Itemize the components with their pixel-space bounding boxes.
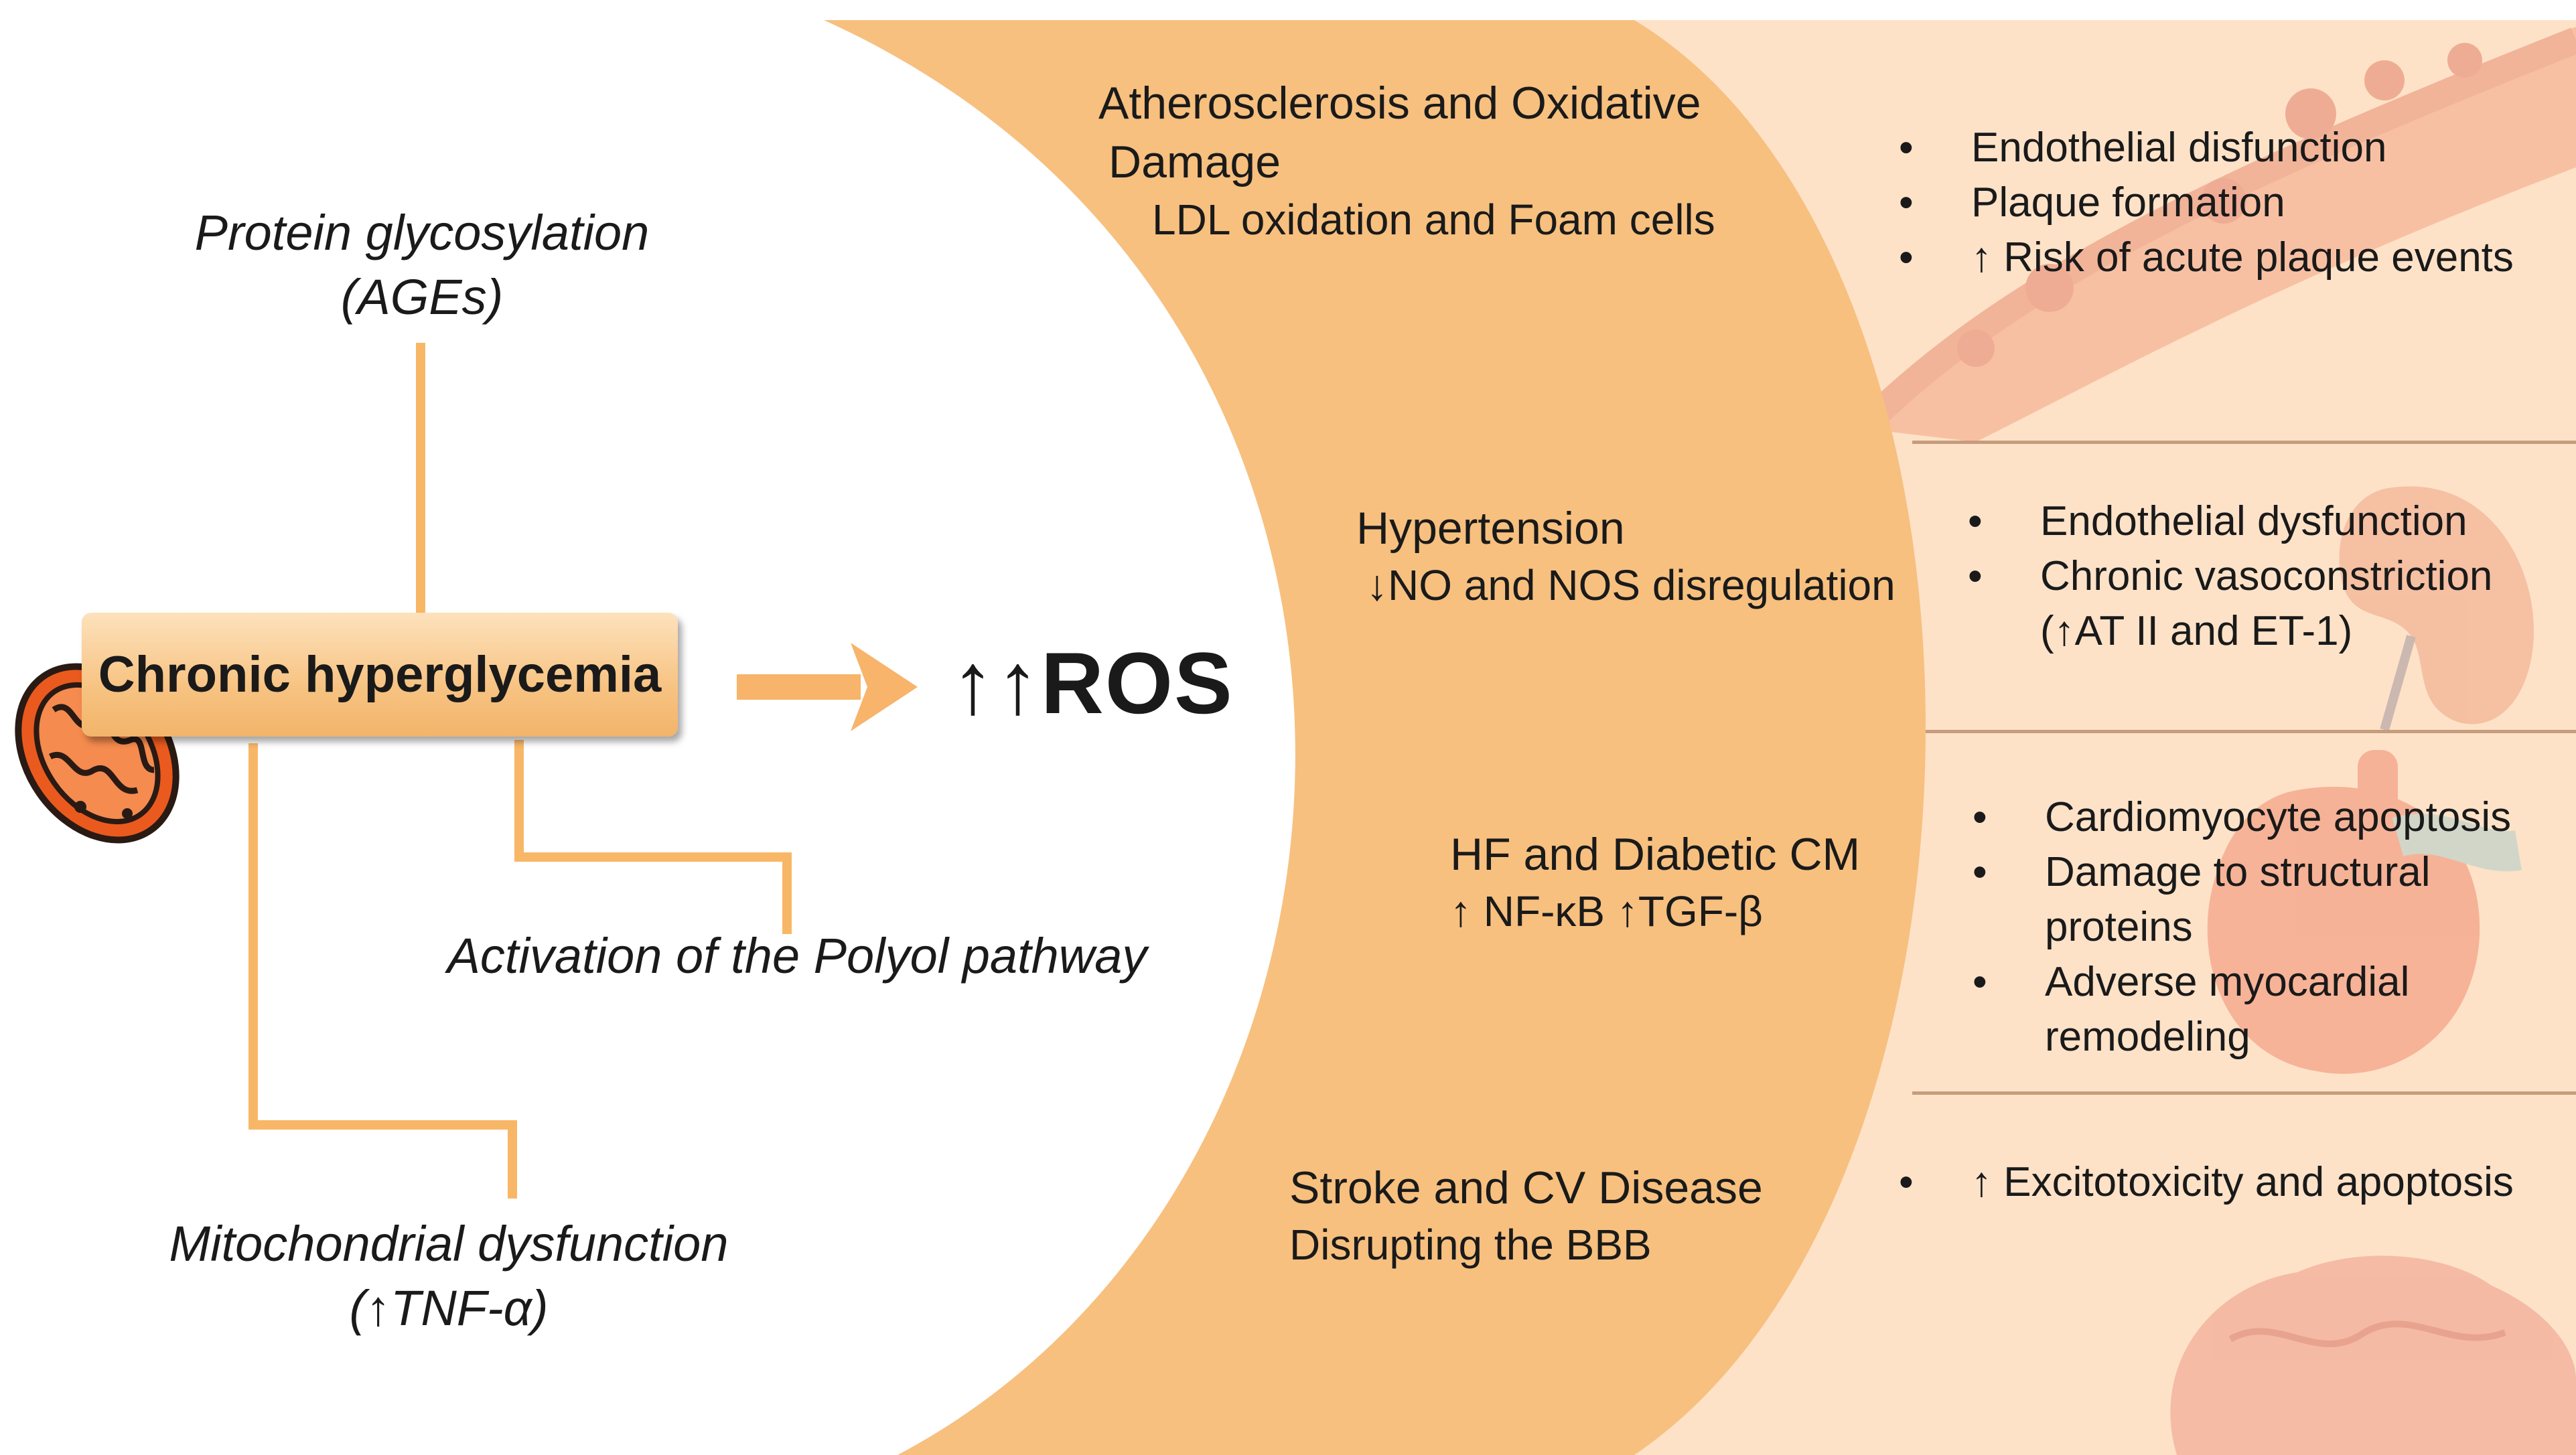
list-item: Plaque formation <box>1899 175 2569 230</box>
connector-polyol <box>514 740 792 934</box>
list-item: Cardiomyocyte apoptosis <box>1973 790 2562 845</box>
cause-label: (AGEs) <box>340 269 504 325</box>
section-title: Atherosclerosis and Oxidative <box>1098 78 1701 129</box>
list-item-continuation: remodeling <box>2045 1014 2250 1060</box>
crescent-band <box>824 20 1926 1455</box>
section-atherosclerosis: Atherosclerosis and Oxidative Damage LDL… <box>1098 74 1835 248</box>
section-heart-failure: HF and Diabetic CM ↑ NF-κB ↑TGF-β <box>1450 825 1986 940</box>
cause-polyol: Activation of the Polyol pathway <box>429 924 1165 988</box>
panel-divider <box>1912 1091 2576 1095</box>
list-item: Endothelial disfunction <box>1899 121 2569 175</box>
list-item: Damage to structural <box>1973 845 2562 900</box>
connectors <box>248 343 792 1199</box>
cause-label: Mitochondrial dysfunction <box>169 1216 729 1272</box>
panel-divider <box>1912 441 2576 444</box>
section-stroke: Stroke and CV Disease Disrupting the BBB <box>1289 1158 1892 1274</box>
cause-label: Protein glycosylation <box>194 205 650 260</box>
list-item: Chronic vasoconstriction <box>1968 549 2571 604</box>
panel-heart-bullets: Cardiomyocyte apoptosis Damage to struct… <box>1973 790 2562 1065</box>
arrow-icon <box>737 643 918 731</box>
section-title: HF and Diabetic CM <box>1450 829 1861 880</box>
section-subtitle: ↓NO and NOS disregulation <box>1366 561 1895 610</box>
panel-brain-bullets: ↑ Excitotoxicity and apoptosis <box>1899 1155 2569 1210</box>
center-label: Chronic hyperglycemia <box>98 646 662 703</box>
cause-mitochondrial: Mitochondrial dysfunction (↑TNF-α) <box>147 1212 750 1341</box>
brain-icon <box>2170 1255 2576 1455</box>
section-subtitle: LDL oxidation and Foam cells <box>1152 195 1715 244</box>
connector-mitochondrial <box>248 743 517 1199</box>
section-subtitle: ↑ NF-κB ↑TGF-β <box>1450 887 1763 936</box>
cause-label: (↑TNF-α) <box>349 1280 549 1336</box>
section-title: Stroke and CV Disease <box>1289 1162 1763 1213</box>
section-title: Damage <box>1108 137 1281 188</box>
list-item: Adverse myocardial <box>1973 955 2562 1010</box>
section-hypertension: Hypertension ↓NO and NOS disregulation <box>1356 499 1959 614</box>
list-item-continuation: (↑AT II and ET-1) <box>2040 608 2353 654</box>
ros-label: ↑↑ROS <box>951 634 1234 732</box>
list-item-continuation: proteins <box>2045 904 2193 950</box>
section-title: Hypertension <box>1356 503 1625 554</box>
panel-vascular-bullets: Endothelial disfunction Plaque formation… <box>1899 121 2569 285</box>
list-item: Endothelial dysfunction <box>1968 494 2571 549</box>
cause-label: Activation of the Polyol pathway <box>447 928 1147 984</box>
section-subtitle: Disrupting the BBB <box>1289 1221 1652 1270</box>
list-item: ↑ Risk of acute plaque events <box>1899 230 2569 285</box>
cause-protein-glycosylation: Protein glycosylation (AGEs) <box>154 201 690 329</box>
chronic-hyperglycemia-box: Chronic hyperglycemia <box>82 613 678 737</box>
panel-divider <box>1912 730 2576 733</box>
panel-kidney-bullets: Endothelial dysfunction Chronic vasocons… <box>1968 494 2571 659</box>
list-item: ↑ Excitotoxicity and apoptosis <box>1899 1155 2569 1210</box>
